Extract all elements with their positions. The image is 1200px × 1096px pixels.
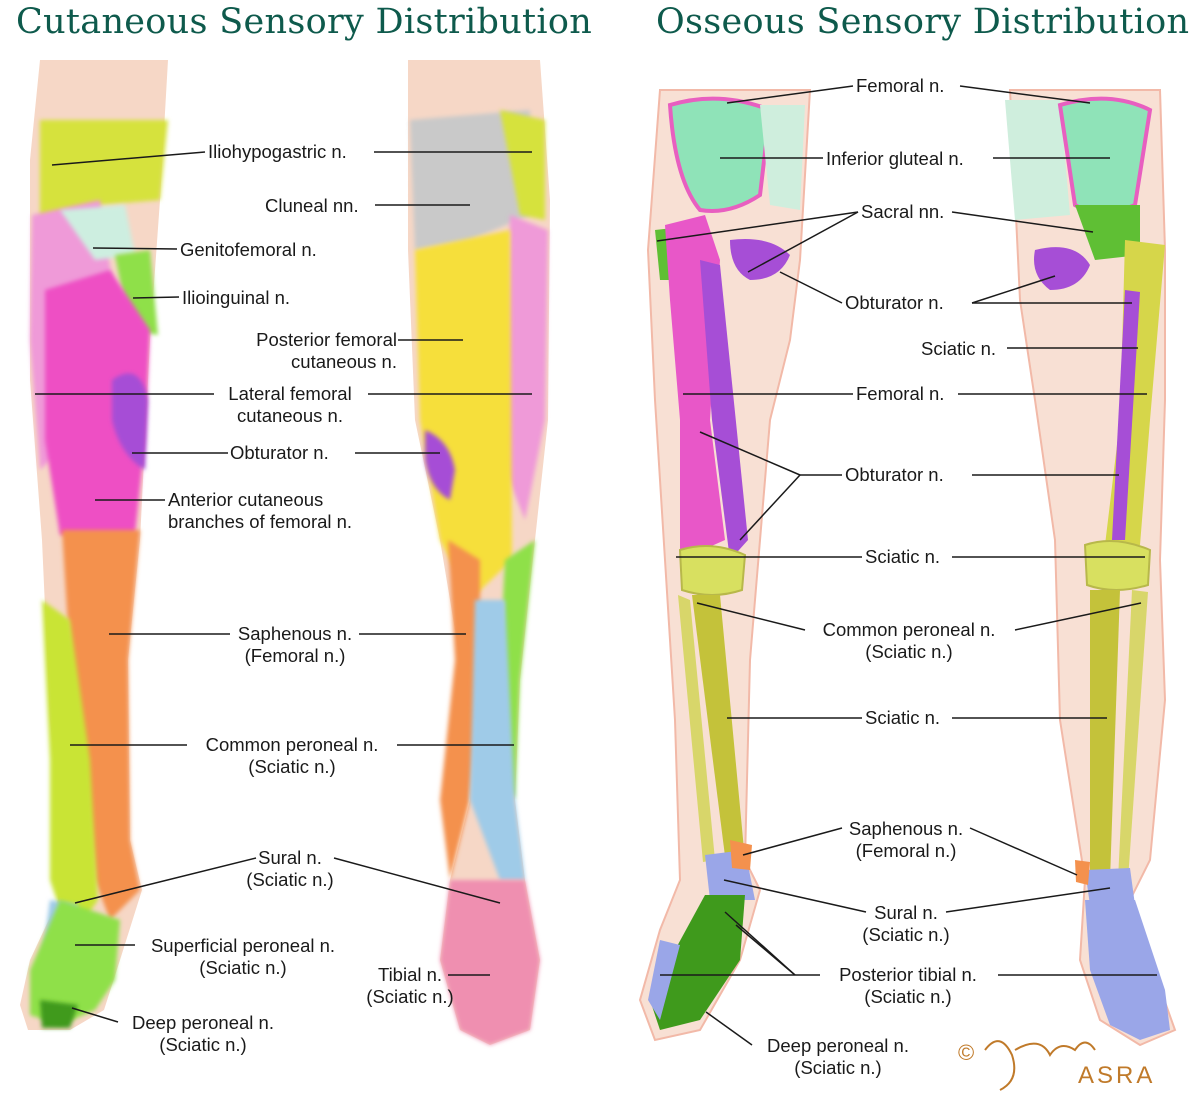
obturator-ring-posterior xyxy=(1034,247,1090,290)
ilium-anterior xyxy=(667,96,773,213)
zone-ilioinguinal xyxy=(115,250,158,335)
label-genitofemoral: Genitofemoral n. xyxy=(180,239,317,260)
label-superficial-peroneal-1: Superficial peroneal n. xyxy=(150,935,336,956)
zone-posterior-femoral xyxy=(415,230,512,600)
label-common-peroneal-right-1: Common peroneal n. xyxy=(822,619,996,640)
posterior-leg-osseous xyxy=(1005,89,1177,1047)
zone-anterior-cutaneous-femoral xyxy=(45,270,150,535)
label-femoral-mid: Femoral n. xyxy=(856,383,945,404)
label-inferior-gluteal: Inferior gluteal n. xyxy=(826,148,964,169)
label-superficial-peroneal-2: (Sciatic n.) xyxy=(199,957,287,978)
ilium-posterior xyxy=(1057,96,1153,215)
zone-saphenous-anterior xyxy=(62,530,140,920)
zone-lateral-femoral-posterior xyxy=(505,215,548,520)
label-lateral-femoral-2: cutaneous n. xyxy=(237,405,343,426)
tibia-anterior xyxy=(692,595,745,880)
knee-posterior xyxy=(1083,540,1152,591)
label-deep-peroneal-1: Deep peroneal n. xyxy=(132,1012,274,1033)
label-sacral: Sacral nn. xyxy=(861,201,945,222)
copyright-symbol: © xyxy=(958,1040,975,1065)
saphenous-ankle-posterior xyxy=(1075,860,1090,885)
label-tibial-2: (Sciatic n.) xyxy=(366,986,454,1007)
label-common-peroneal-right-2: (Sciatic n.) xyxy=(865,641,953,662)
label-posterior-tibial-2: (Sciatic n.) xyxy=(864,986,952,1007)
label-sural-1: Sural n. xyxy=(258,847,322,868)
foot-posterior xyxy=(1085,900,1170,1040)
sacrum-posterior xyxy=(1005,100,1070,220)
anterior-leg-osseous xyxy=(638,89,812,1042)
cutaneous-title: Cutaneous Sensory Distribution xyxy=(16,2,593,42)
zone-cluneal xyxy=(410,110,530,250)
label-posterior-femoral-2: cutaneous n. xyxy=(291,351,397,372)
ischium-posterior xyxy=(1075,205,1140,260)
label-common-peroneal-2: (Sciatic n.) xyxy=(248,756,336,777)
label-cluneal: Cluneal nn. xyxy=(265,195,359,216)
saphenous-ankle-anterior xyxy=(730,840,752,870)
zone-saphenous-posterior xyxy=(440,540,480,880)
foot-anterior xyxy=(650,895,745,1030)
label-sciatic-upper: Sciatic n. xyxy=(921,338,997,359)
anterior-leg-cutaneous xyxy=(20,60,168,1030)
label-common-peroneal-1: Common peroneal n. xyxy=(205,734,379,755)
left-leader-lines xyxy=(35,151,532,1023)
label-anterior-cutaneous-1: Anterior cutaneous xyxy=(168,489,324,510)
zone-iliohypogastric-posterior xyxy=(500,110,545,220)
zone-obturator-anterior xyxy=(112,373,148,470)
label-saphenous-2: (Femoral n.) xyxy=(244,645,346,666)
label-femoral-top: Femoral n. xyxy=(856,75,945,96)
label-sural-right-2: (Sciatic n.) xyxy=(862,924,950,945)
zone-deep-peroneal xyxy=(40,1000,78,1028)
ankle-posterior xyxy=(1085,868,1135,905)
label-posterior-femoral-1: Posterior femoral xyxy=(256,329,397,350)
knee-anterior xyxy=(678,545,747,596)
label-sciatic-knee: Sciatic n. xyxy=(865,546,941,567)
femur-posterior-strip xyxy=(700,260,748,560)
foot-anterior-medial xyxy=(648,940,680,1020)
fibula-posterior xyxy=(1118,590,1148,880)
femur-posterior-violet xyxy=(1112,290,1140,540)
fibula-anterior xyxy=(678,595,715,862)
label-sural-2: (Sciatic n.) xyxy=(246,869,334,890)
label-saphenous-right-1: Saphenous n. xyxy=(848,818,964,839)
zone-sural-posterior xyxy=(470,600,525,880)
tibia-posterior xyxy=(1090,590,1120,880)
zone-superficial-peroneal xyxy=(30,900,120,1025)
zone-obturator-posterior xyxy=(425,430,455,500)
label-anterior-cutaneous-2: branches of femoral n. xyxy=(168,511,353,532)
label-saphenous-right-2: (Femoral n.) xyxy=(855,840,957,861)
label-posterior-tibial-1: Posterior tibial n. xyxy=(839,964,977,985)
label-obturator-top: Obturator n. xyxy=(845,292,944,313)
zone-tibial xyxy=(440,880,540,1045)
label-saphenous-1: Saphenous n. xyxy=(237,623,353,644)
label-deep-peroneal-right-1: Deep peroneal n. xyxy=(767,1035,909,1056)
zone-genitofemoral xyxy=(60,205,135,260)
label-ilioinguinal: Ilioinguinal n. xyxy=(182,287,290,308)
pubis-anterior xyxy=(730,239,790,280)
label-deep-peroneal-right-2: (Sciatic n.) xyxy=(794,1057,882,1078)
label-obturator: Obturator n. xyxy=(230,442,329,463)
label-deep-peroneal-2: (Sciatic n.) xyxy=(159,1034,247,1055)
label-lateral-femoral-1: Lateral femoral xyxy=(228,383,352,404)
right-leader-lines xyxy=(656,85,1157,1046)
posterior-leg-cutaneous xyxy=(408,60,550,1045)
label-obturator-mid: Obturator n. xyxy=(845,464,944,485)
label-sciatic-lower: Sciatic n. xyxy=(865,707,941,728)
osseous-title: Osseous Sensory Distribution xyxy=(656,2,1190,42)
asra-credit: ASRA xyxy=(1078,1062,1156,1089)
label-tibial-1: Tibial n. xyxy=(377,964,443,985)
signature-mark xyxy=(984,1040,1096,1091)
zone-common-peroneal-anterior xyxy=(42,600,98,940)
label-sural-right-1: Sural n. xyxy=(874,902,938,923)
label-iliohypogastric: Iliohypogastric n. xyxy=(208,141,347,162)
